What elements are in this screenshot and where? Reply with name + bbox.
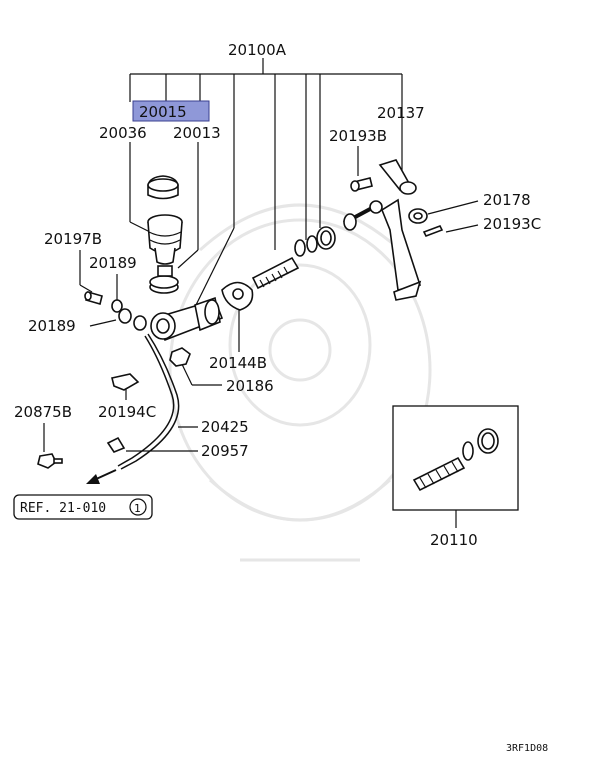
ref-text: REF. 21-010	[20, 501, 106, 516]
piston-assembly[interactable]	[251, 226, 336, 290]
label-20144B: 20144B	[209, 354, 267, 372]
label-20013: 20013	[173, 124, 221, 142]
snap-pin-20193C[interactable]	[422, 224, 444, 238]
watermark-emblem	[168, 203, 432, 562]
label-20193C: 20193C	[483, 215, 541, 233]
master-cylinder-body[interactable]	[150, 296, 224, 342]
reservoir-cap-20015[interactable]	[147, 175, 179, 200]
repair-kit-box-20110[interactable]	[392, 405, 519, 511]
ref-arrow	[86, 469, 117, 484]
ref-box[interactable]: REF. 21-010 1	[13, 494, 153, 520]
bleeder-20197B[interactable]	[84, 291, 103, 305]
nut-20186[interactable]	[169, 347, 191, 367]
label-20036: 20036	[99, 124, 147, 142]
ref-circle-number: 1	[134, 502, 141, 515]
bushing-20178[interactable]	[408, 208, 428, 224]
gasket-20144B[interactable]	[221, 281, 254, 311]
clevis-pin-20193B[interactable]	[350, 177, 373, 192]
label-20137: 20137	[377, 104, 425, 122]
clip-20957[interactable]	[106, 436, 126, 453]
label-20197B: 20197B	[44, 230, 102, 248]
label-20186: 20186	[226, 377, 274, 395]
label-20015: 20015	[139, 103, 187, 121]
label-20193B: 20193B	[329, 127, 387, 145]
bolt-20875B[interactable]	[37, 453, 63, 469]
washer-20189-lower[interactable]	[118, 308, 147, 331]
clip-20194C[interactable]	[111, 373, 140, 391]
label-20110: 20110	[430, 531, 478, 549]
label-20178: 20178	[483, 191, 531, 209]
label-20425: 20425	[201, 418, 249, 436]
washer-20189-upper[interactable]	[111, 299, 123, 313]
figure-code: 3RF1D08	[506, 743, 548, 754]
push-rod[interactable]	[343, 200, 383, 231]
leader-lines	[43, 142, 479, 528]
bracket-20100A	[129, 58, 403, 306]
label-20875B: 20875B	[14, 403, 72, 421]
hose-clamp-20013[interactable]	[149, 265, 179, 294]
label-20189-lower: 20189	[28, 317, 76, 335]
label-20194C: 20194C	[98, 403, 156, 421]
label-20189-upper: 20189	[89, 254, 137, 272]
label-20957: 20957	[201, 442, 249, 460]
clutch-line-20425[interactable]	[117, 333, 180, 470]
highlight-20015: 20015	[132, 100, 210, 122]
reservoir-20036[interactable]	[147, 214, 183, 265]
clutch-pedal-20137[interactable]	[378, 159, 422, 301]
label-20100A: 20100A	[228, 41, 287, 59]
